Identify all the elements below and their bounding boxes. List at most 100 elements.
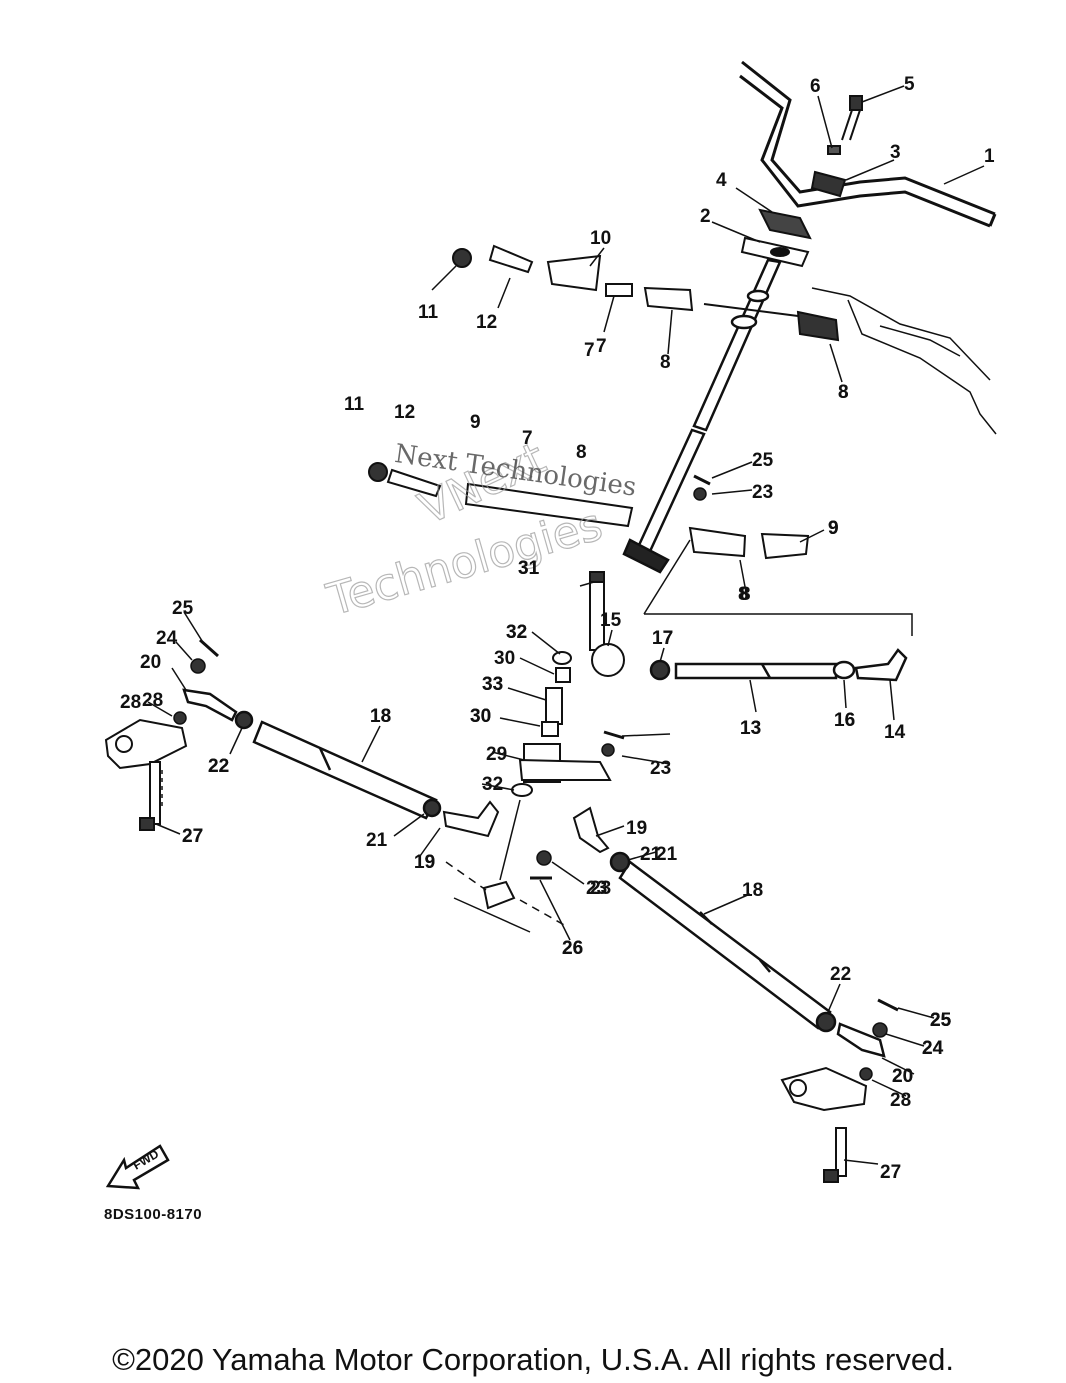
callout-11: 11 — [344, 394, 365, 415]
part-code: 8DS100-8170 — [104, 1206, 203, 1223]
callout-8: 8 — [838, 382, 849, 403]
callout-28: 28 — [120, 692, 141, 713]
leader-lines — [147, 85, 985, 1165]
callout-8: 8 — [740, 584, 751, 605]
ski-bracket-center — [482, 880, 516, 910]
steering-arm — [511, 571, 625, 797]
callout-20: 20 — [892, 1066, 913, 1087]
callout-4: 4 — [716, 170, 727, 191]
callout-1: 1 — [984, 146, 995, 167]
callout-18: 18 — [742, 880, 763, 901]
callout-9: 9 — [828, 518, 839, 539]
callout-11: 11 — [418, 302, 439, 323]
callout-25: 25 — [752, 450, 774, 471]
callout-9: 9 — [470, 412, 481, 433]
callout-23: 23 — [590, 878, 611, 899]
callout-20: 20 — [140, 652, 161, 673]
callout-23: 23 — [752, 482, 773, 503]
callout-23: 23 — [650, 758, 671, 779]
handlebar — [739, 60, 997, 228]
callout-32: 32 — [482, 774, 503, 795]
callout-28: 28 — [890, 1090, 911, 1111]
callout-22: 22 — [830, 964, 851, 985]
callout-19: 19 — [414, 852, 435, 873]
steering-column — [622, 258, 782, 574]
callout-25: 25 — [172, 598, 194, 619]
callout-12: 12 — [394, 402, 415, 423]
callout-22: 22 — [208, 756, 229, 777]
callout-17: 17 — [652, 628, 673, 649]
callout-15: 15 — [600, 610, 622, 631]
callout-5: 5 — [904, 74, 915, 95]
callout-21: 21 — [656, 844, 678, 865]
callout-30: 30 — [494, 648, 515, 669]
callout-31: 31 — [518, 558, 540, 579]
callout-17: 17 — [652, 628, 673, 649]
alignment-lines — [161, 539, 913, 933]
callout-8: 8 — [576, 442, 587, 463]
callout-19: 19 — [414, 852, 435, 873]
tie-rod-lower-right — [609, 851, 886, 1058]
callout-25: 25 — [930, 1010, 952, 1031]
body-frame-sketch — [811, 287, 997, 435]
callout-13: 13 — [740, 718, 761, 739]
tie-rod-upper-right — [649, 648, 908, 682]
callout-27: 27 — [880, 1162, 901, 1183]
callout-7: 7 — [584, 340, 595, 361]
callout-10: 10 — [590, 228, 611, 249]
copyright: ©2020 Yamaha Motor Corporation, U.S.A. A… — [112, 1342, 954, 1377]
forward-arrow-icon: FWD — [105, 1144, 170, 1190]
callout-30: 30 — [470, 706, 491, 727]
callout-21: 21 — [366, 830, 388, 851]
callout-27: 27 — [182, 826, 203, 847]
callout-24: 24 — [922, 1038, 944, 1059]
upper-link-parts — [368, 244, 633, 498]
callout-3: 3 — [890, 142, 901, 163]
callout-7: 7 — [522, 428, 533, 449]
callout-8: 8 — [838, 382, 849, 403]
callout-25: 25 — [930, 1010, 952, 1031]
callout-2: 2 — [700, 206, 711, 227]
ski-bracket-right — [780, 1066, 868, 1183]
callout-27: 27 — [182, 826, 203, 847]
ski-bracket-left — [104, 718, 188, 831]
callout-32: 32 — [506, 622, 527, 643]
callout-13: 13 — [740, 718, 761, 739]
small-hardware — [173, 474, 899, 1081]
callout-20: 20 — [892, 1066, 913, 1087]
callout-14: 14 — [884, 722, 906, 743]
handlebar-holder — [740, 170, 847, 268]
callout-24: 24 — [156, 628, 178, 649]
callout-28: 28 — [142, 690, 163, 711]
column-holder — [464, 286, 840, 560]
callout-24: 24 — [922, 1038, 944, 1059]
callout-26: 26 — [562, 938, 583, 959]
callout-25: 25 — [930, 1010, 952, 1031]
callout-23: 23 — [586, 878, 607, 899]
callout-33: 33 — [482, 674, 503, 695]
callout-18: 18 — [370, 706, 391, 727]
callout-30: 30 — [470, 706, 491, 727]
callout-12: 12 — [476, 312, 497, 333]
callout-8: 8 — [738, 584, 749, 605]
ball-joints — [442, 800, 610, 854]
callout-8: 8 — [660, 352, 671, 373]
callout-26: 26 — [562, 938, 583, 959]
callout-16: 16 — [834, 710, 855, 731]
callout-31: 31 — [518, 558, 540, 579]
callout-19: 19 — [626, 818, 647, 839]
callout-33: 33 — [482, 674, 503, 695]
callout-29: 29 — [486, 744, 507, 765]
callout-6: 6 — [810, 76, 821, 97]
callout-16: 16 — [834, 710, 855, 731]
callout-21: 21 — [640, 844, 662, 865]
callout-9: 9 — [828, 518, 839, 539]
tie-rod-left — [182, 688, 442, 820]
callout-7: 7 — [596, 336, 607, 357]
callout-18: 18 — [370, 706, 391, 727]
callout-32: 32 — [506, 622, 527, 643]
steering-parts-diagram: FWD VNext Technologies Next Technologies… — [104, 60, 997, 1190]
callout-22: 22 — [208, 756, 229, 777]
bolt — [827, 95, 863, 155]
